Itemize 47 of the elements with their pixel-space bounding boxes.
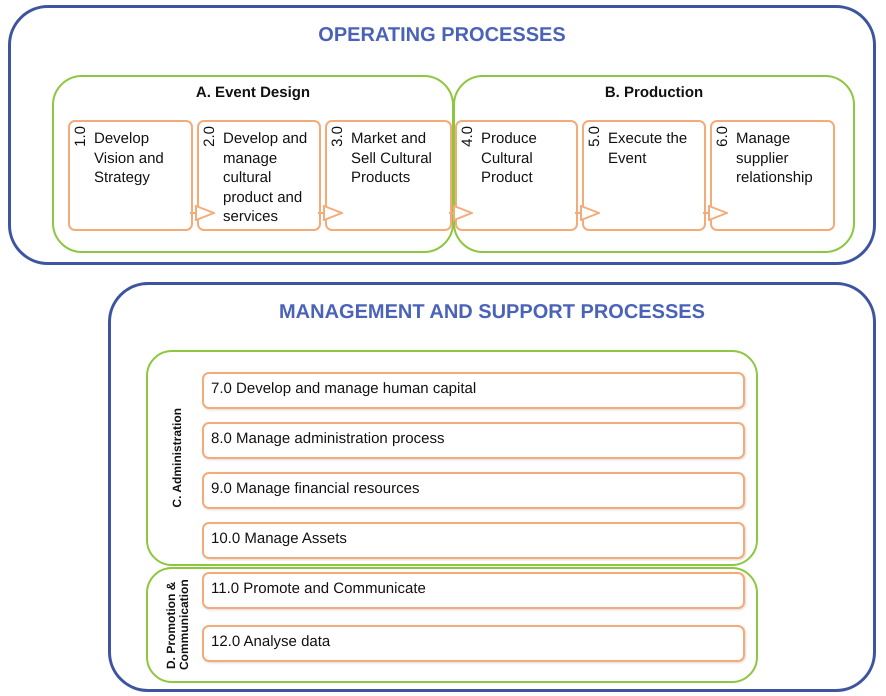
process-box [455,120,578,231]
step-number: 6.0 [714,126,731,147]
process-bar [202,572,745,609]
step-number: 5.0 [586,126,603,147]
step-label: 11.0 Promote and Communicate [211,580,426,597]
process-area-panel [8,5,876,265]
process-group-panel [52,75,454,253]
step-label: 9.0 Manage financial resources [211,480,420,497]
flow-arrow [449,205,473,221]
process-bar [202,422,745,459]
step-label: 7.0 Develop and manage human capital [211,380,476,397]
process-group-panel [146,567,758,683]
group-title: A. Event Design [194,84,312,101]
group-title: C. Administration [171,408,185,508]
step-number: 4.0 [459,126,476,147]
process-bar [202,625,745,662]
step-label: Develop Vision and Strategy [94,129,165,188]
step-number: 1.0 [72,126,89,147]
flow-arrow [318,205,343,221]
step-label: 8.0 Manage administration process [211,430,444,447]
flow-arrow [190,205,215,221]
process-box [197,120,321,231]
step-label: Manage supplier relationship [736,129,814,188]
step-label: Produce Cultural Product [481,129,538,188]
flow-arrow [703,205,728,221]
process-box [68,120,193,231]
process-bar [202,522,745,559]
step-label: Develop and manage cultural product and services [223,129,308,226]
step-label: 10.0 Manage Assets [211,530,347,547]
process-group-panel [146,350,758,566]
group-title: D. Promotion & Communication [164,578,192,672]
process-box [710,120,835,231]
step-number: 2.0 [201,126,218,147]
process-area-panel [108,282,876,692]
step-label: 12.0 Analyse data [211,633,330,650]
step-number: 3.0 [329,126,346,147]
section-title: OPERATING PROCESSES [317,24,567,47]
process-box [582,120,706,231]
step-label: Execute the Event [608,129,688,168]
process-bar [202,372,745,409]
process-bar [202,472,745,509]
step-label: Market and Sell Cultural Products [351,129,433,188]
flow-arrow [575,205,600,221]
section-title: MANAGEMENT AND SUPPORT PROCESSES [278,301,706,324]
group-title: B. Production [604,84,704,101]
process-box [325,120,452,231]
process-group-panel [453,75,855,253]
